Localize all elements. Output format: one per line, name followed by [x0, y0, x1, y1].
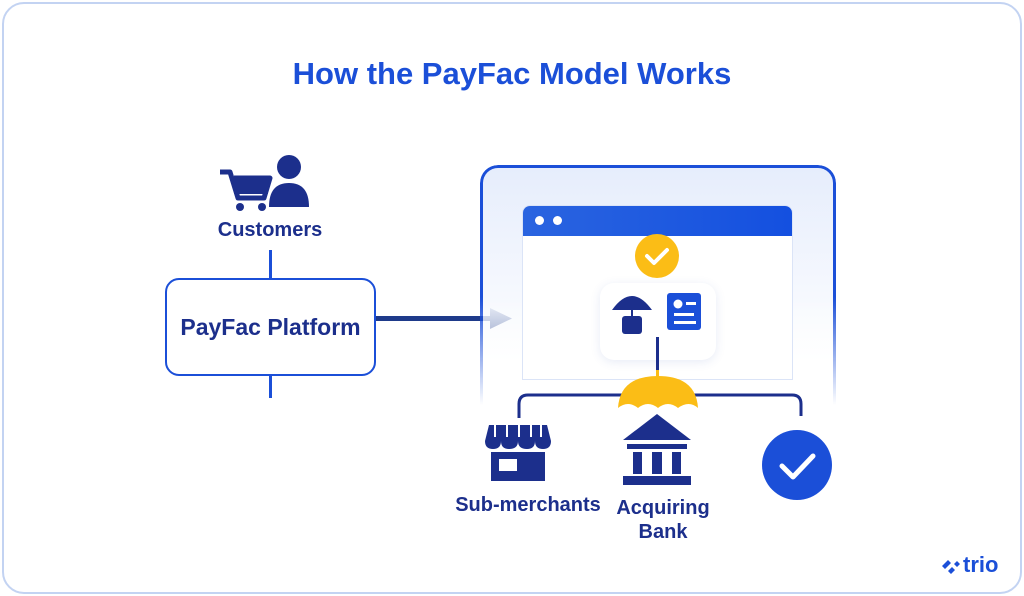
- insured-store-icon: [612, 296, 652, 334]
- connector-line: [269, 376, 272, 398]
- bank-icon: [623, 414, 691, 485]
- acquiring-bank-label: Acquiring Bank: [616, 497, 710, 543]
- trio-mark-icon: [942, 560, 960, 574]
- payfac-platform-box: PayFac Platform: [165, 278, 376, 376]
- customers-label: Customers: [217, 219, 323, 241]
- umbrella-icon: [618, 370, 698, 408]
- window-dot: [535, 216, 544, 225]
- store-icon: [485, 425, 551, 481]
- check-badge-icon: [635, 234, 679, 278]
- sub-merchants-label: Sub-merchants: [455, 494, 601, 516]
- connector-line: [269, 250, 272, 279]
- shopping-cart-icon: [220, 169, 273, 211]
- browser-titlebar: [523, 206, 792, 236]
- page-title: How the PayFac Model Works: [292, 56, 732, 91]
- trio-logo-text: trio: [963, 552, 999, 577]
- window-dot: [553, 216, 562, 225]
- payfac-platform-label: PayFac Platform: [180, 313, 361, 340]
- verified-check-icon: [762, 430, 832, 500]
- id-card-icon: [667, 293, 701, 330]
- connector-line: [656, 337, 659, 377]
- user-icon: [269, 155, 309, 207]
- trio-logo: trio: [940, 552, 998, 578]
